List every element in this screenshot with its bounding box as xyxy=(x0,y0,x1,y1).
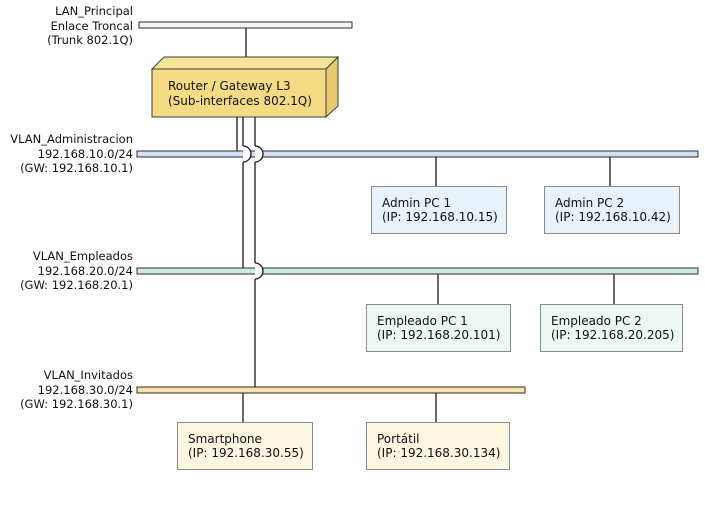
device-ip: (IP: 192.168.30.134) xyxy=(377,446,501,460)
router-3d-box xyxy=(150,55,340,119)
device-name: Portátil xyxy=(377,431,420,446)
trunk-label-link: Enlace Troncal xyxy=(50,18,133,33)
device-portatil: Portátil (IP: 192.168.30.134) xyxy=(366,422,510,470)
device-name: Empleado PC 1 xyxy=(377,313,468,328)
trunk-label-mode: (Trunk 802.1Q) xyxy=(47,33,133,47)
vlan-name: VLAN_Empleados xyxy=(32,249,133,263)
vlan-subnet: 192.168.10.0/24 xyxy=(37,146,133,161)
vlan-invitados-bus-bar xyxy=(136,386,526,394)
hop-arc xyxy=(254,262,264,280)
trunk-bus-bar xyxy=(138,21,353,29)
router-label: Router / Gateway L3 (Sub-interfaces 802.… xyxy=(168,79,326,108)
vlan-subnet: 192.168.20.0/24 xyxy=(37,263,133,278)
hop-mask xyxy=(255,263,263,279)
vlan-admin-label: VLAN_Administracion 192.168.10.0/24 (GW:… xyxy=(0,132,133,176)
device-admin-pc-1: Admin PC 1 (IP: 192.168.10.15) xyxy=(371,186,507,234)
wire-router-to-vlan-invitados xyxy=(254,117,264,387)
device-smartphone: Smartphone (IP: 192.168.30.55) xyxy=(177,422,313,470)
vlan-gateway: (GW: 192.168.20.1) xyxy=(20,278,133,292)
device-ip: (IP: 192.168.10.42) xyxy=(555,210,671,224)
device-ip: (IP: 192.168.20.205) xyxy=(551,328,675,342)
trunk-label: LAN_Principal Enlace Troncal (Trunk 802.… xyxy=(0,4,133,48)
vlan-empleados-bus-bar xyxy=(136,267,699,275)
device-name: Smartphone xyxy=(188,431,262,446)
router-top-face xyxy=(150,56,340,70)
vlan-admin-bus-bar xyxy=(136,150,699,158)
wire-router-to-vlan-empleados xyxy=(242,117,252,268)
router-title: Router / Gateway L3 xyxy=(168,79,291,93)
vlan-name: VLAN_Administracion xyxy=(10,132,133,146)
vlan-invitados-label: VLAN_Invitados 192.168.30.0/24 (GW: 192.… xyxy=(0,368,133,412)
device-ip: (IP: 192.168.20.101) xyxy=(377,328,501,342)
trunk-label-name: LAN_Principal xyxy=(55,4,133,18)
hop-mask xyxy=(255,146,263,162)
device-empleado-pc-1: Empleado PC 1 (IP: 192.168.20.101) xyxy=(366,304,511,352)
device-empleado-pc-2: Empleado PC 2 (IP: 192.168.20.205) xyxy=(540,304,683,352)
hop-arc xyxy=(254,145,264,163)
hop-mask xyxy=(243,146,251,162)
vlan-gateway: (GW: 192.168.10.1) xyxy=(20,161,133,175)
vlan-empleados-label: VLAN_Empleados 192.168.20.0/24 (GW: 192.… xyxy=(0,249,133,293)
device-admin-pc-2: Admin PC 2 (IP: 192.168.10.42) xyxy=(544,186,680,234)
device-name: Empleado PC 2 xyxy=(551,313,642,328)
device-name: Admin PC 1 xyxy=(382,195,452,210)
vlan-gateway: (GW: 192.168.30.1) xyxy=(20,397,133,411)
device-name: Admin PC 2 xyxy=(555,195,625,210)
vlan-name: VLAN_Invitados xyxy=(43,368,133,382)
hop-arc xyxy=(242,145,252,163)
router-front-face xyxy=(151,68,327,118)
router-subtitle: (Sub-interfaces 802.1Q) xyxy=(168,93,312,108)
vlan-subnet: 192.168.30.0/24 xyxy=(37,382,133,397)
device-ip: (IP: 192.168.10.15) xyxy=(382,210,498,224)
device-ip: (IP: 192.168.30.55) xyxy=(188,446,304,460)
